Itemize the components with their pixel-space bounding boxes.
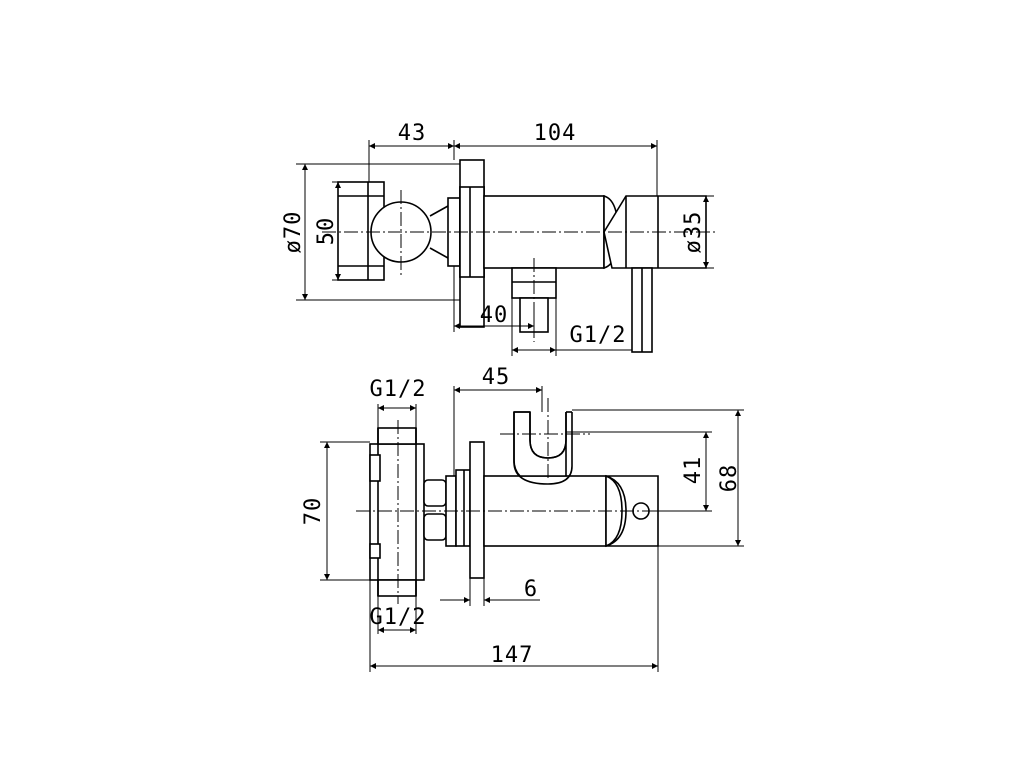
dimension-g12-bottom: G1/2 [370, 596, 427, 634]
flange [447, 159, 485, 328]
dim-g12-top-label: G1/2 [570, 323, 627, 348]
dim-41-label: 41 [681, 456, 706, 485]
neck [429, 205, 449, 259]
dim-phi70-label: ø70 [281, 211, 306, 254]
dim-g12-top-front-label: G1/2 [370, 377, 427, 402]
wall-bracket-front [369, 427, 425, 597]
dimension-g12-top: G1/2 [511, 298, 632, 356]
dim-50-label: 50 [314, 217, 339, 246]
connector-pipes [423, 479, 447, 541]
flange-front [445, 441, 485, 579]
dim-43-label: 43 [398, 121, 427, 146]
dimension-43: 43 [368, 121, 455, 182]
dimension-50: 50 [314, 181, 341, 281]
dimension-68: 68 [572, 409, 744, 547]
dimension-g12-top-front: G1/2 [370, 377, 427, 428]
dimension-147: 147 [369, 546, 659, 672]
top-view: 43 104 ø70 50 ø35 [281, 121, 716, 356]
shower-holder [513, 411, 573, 485]
dim-g12-bottom-label: G1/2 [370, 605, 427, 630]
dim-104-label: 104 [534, 121, 577, 146]
front-view: G1/2 45 68 41 70 [301, 365, 744, 672]
dimension-104: 104 [454, 121, 658, 196]
dim-70-label: 70 [301, 497, 326, 526]
dimension-45: 45 [453, 365, 543, 476]
dimension-phi35: ø35 [681, 195, 714, 269]
dim-40-label: 40 [480, 303, 509, 328]
dim-6-label: 6 [524, 577, 538, 602]
dim-147-label: 147 [491, 643, 534, 668]
dimension-phi70: ø70 [281, 163, 460, 301]
dim-68-label: 68 [717, 464, 742, 493]
dim-45-label: 45 [482, 365, 511, 390]
dimension-70: 70 [301, 441, 370, 581]
dimension-40: 40 [453, 266, 535, 332]
dimension-41: 41 [566, 431, 712, 512]
dim-phi35-label: ø35 [681, 211, 706, 254]
dimension-6: 6 [440, 577, 540, 606]
